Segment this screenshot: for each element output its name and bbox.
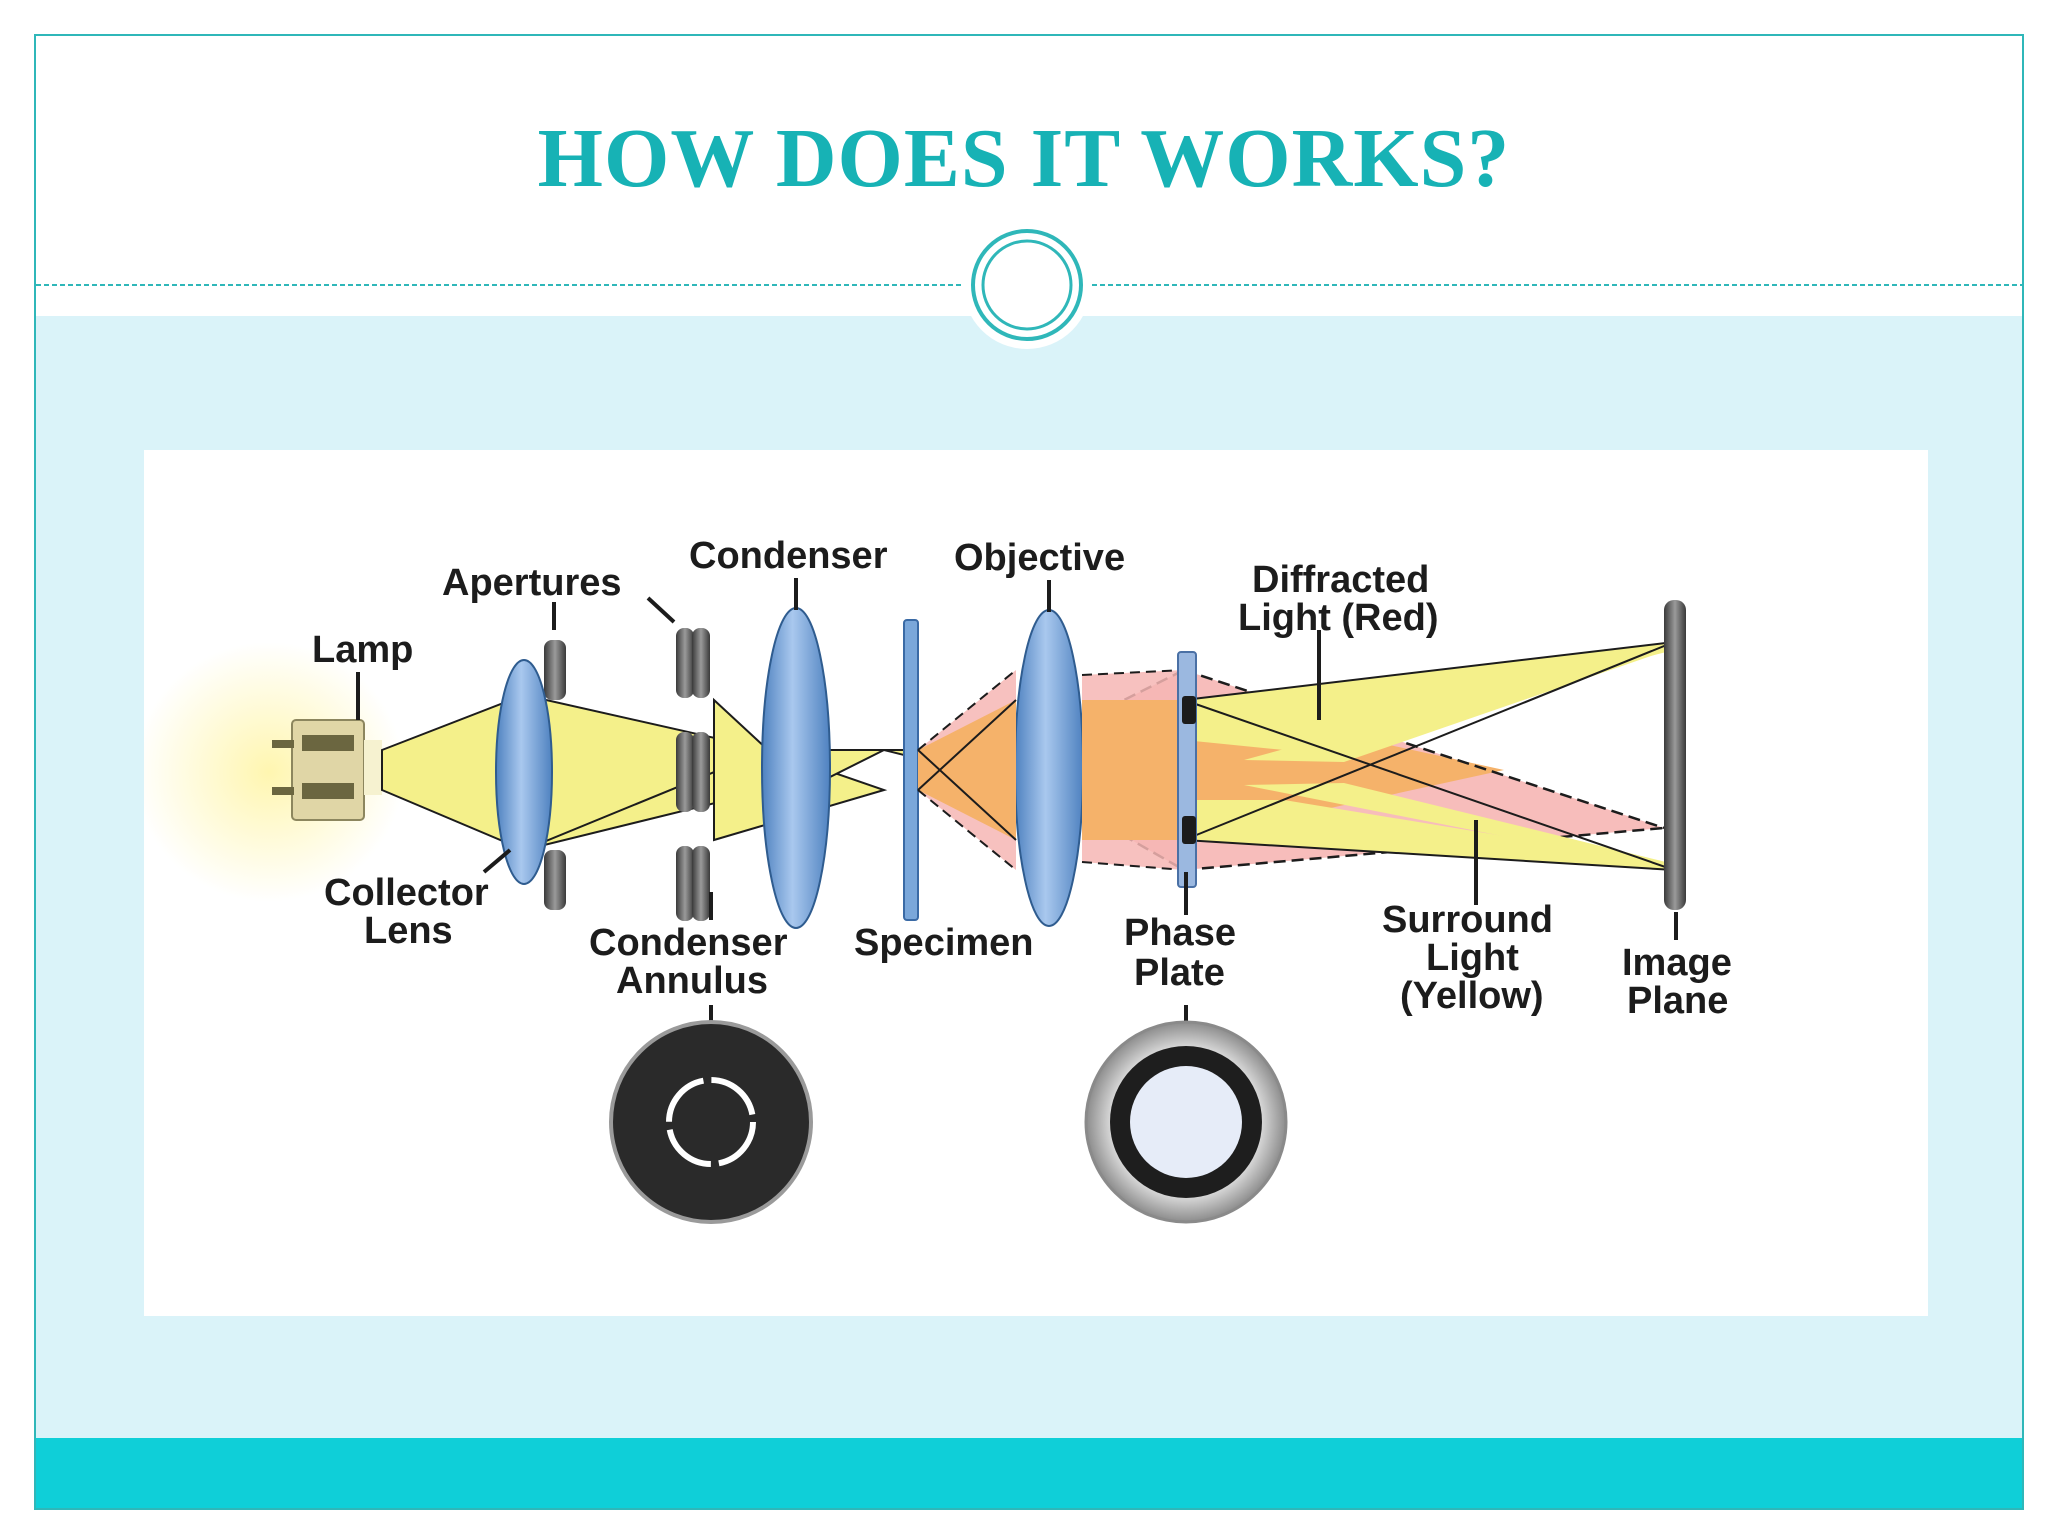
collector-lens — [495, 659, 553, 885]
image-plane — [1664, 600, 1686, 910]
lamp-icon — [272, 719, 382, 821]
label-collector-line-2: Lens — [364, 910, 453, 952]
label-diffracted-line-2: Light (Red) — [1238, 597, 1439, 639]
label-objective: Objective — [954, 537, 1125, 579]
label-condenser-annulus-line-1: Condenser — [589, 922, 788, 964]
surround-light-to-image — [1183, 641, 1675, 871]
label-lamp: Lamp — [312, 629, 413, 671]
footer-bar — [36, 1438, 2022, 1508]
label-image-plane-line-2: Plane — [1627, 980, 1728, 1022]
label-phase-plate-line-1: Phase — [1124, 912, 1236, 954]
objective-rays — [917, 669, 1185, 871]
title-divider — [36, 221, 2022, 349]
specimen-slide — [903, 619, 919, 921]
divider-circle-outer — [971, 229, 1083, 341]
label-surround-line-2: Light — [1426, 937, 1519, 979]
lamp-glow — [144, 642, 404, 902]
objective-lens — [1014, 609, 1084, 927]
label-surround-line-1: Surround — [1382, 899, 1553, 941]
condenser-annulus-disc — [609, 1020, 813, 1224]
label-apertures: Apertures — [442, 562, 622, 604]
diagram-card: Lamp Apertures Condenser Objective Diffr… — [144, 450, 1928, 1316]
label-surround-line-3: (Yellow) — [1400, 975, 1544, 1017]
label-image-plane-line-1: Image — [1622, 942, 1732, 984]
phase-contrast-diagram: Lamp Apertures Condenser Objective Diffr… — [144, 535, 1732, 1224]
label-condenser-annulus-line-2: Annulus — [616, 960, 768, 1002]
leader-lines — [356, 578, 1678, 1025]
label-specimen: Specimen — [854, 922, 1034, 964]
label-diffracted-line-1: Diffracted — [1252, 559, 1429, 601]
condenser-lens — [761, 607, 831, 929]
divider-circle-inner — [981, 239, 1073, 331]
aperture-stops — [544, 628, 710, 921]
label-phase-plate-line-2: Plate — [1134, 952, 1225, 994]
phase-plate-disc — [1084, 1020, 1288, 1224]
slide-title: HOW DOES IT WORKS? — [537, 112, 1511, 205]
phase-plate — [1177, 651, 1197, 888]
label-collector-line-1: Collector — [324, 872, 489, 914]
label-condenser: Condenser — [689, 535, 888, 577]
